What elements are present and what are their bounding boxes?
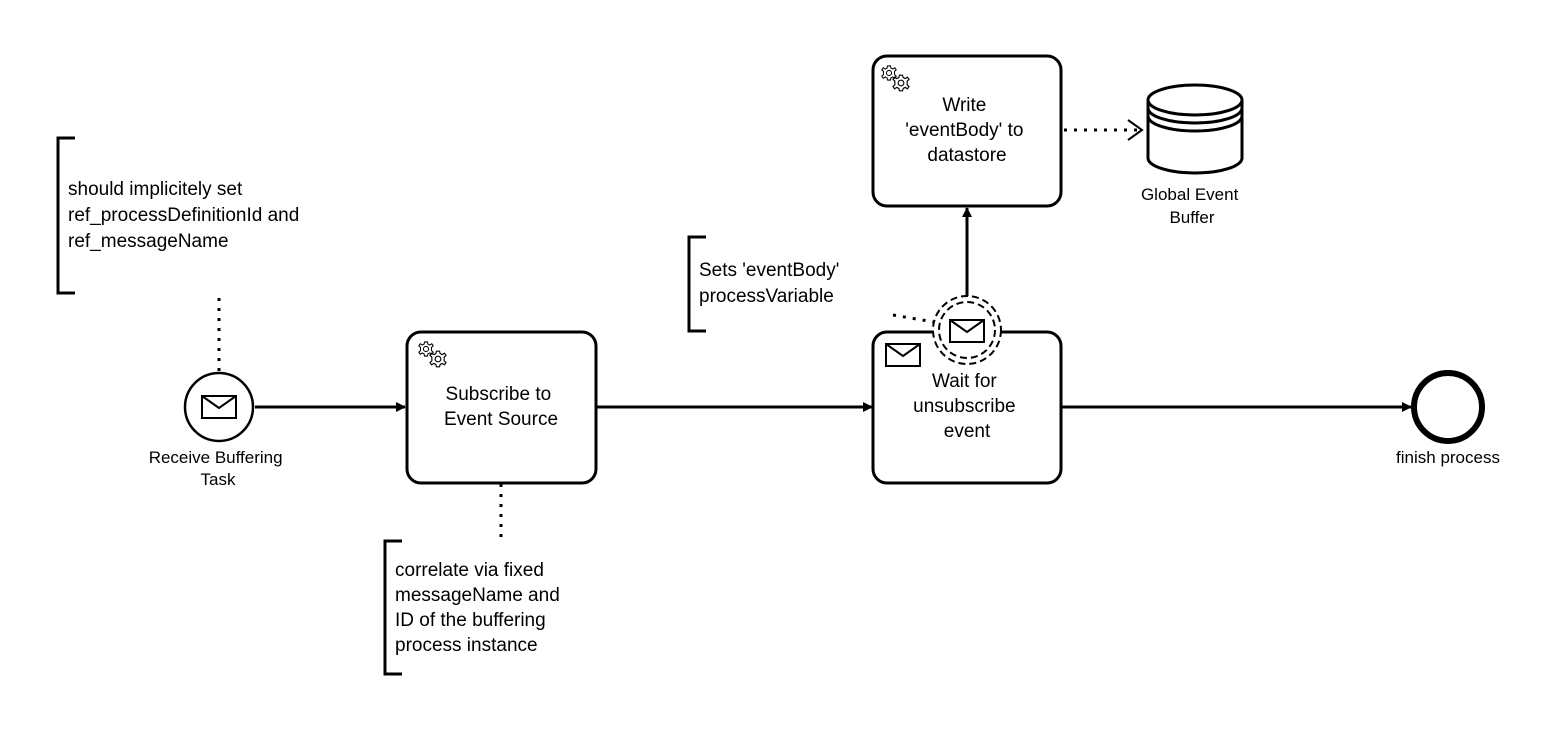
data-association-arrowhead <box>1127 119 1144 141</box>
annotation-boundary-text: Sets 'eventBody' processVariable <box>699 260 845 307</box>
task-wait[interactable]: Wait for unsubscribe event <box>871 330 1063 485</box>
task-subscribe[interactable]: Subscribe to Event Source <box>405 330 598 485</box>
envelope-icon <box>949 319 985 343</box>
start-event[interactable] <box>183 371 255 443</box>
data-store-label: Global Event Buffer <box>1141 185 1243 227</box>
annotation-boundary[interactable]: Sets 'eventBody' processVariable <box>687 235 845 333</box>
end-event-label: finish process <box>1396 448 1500 467</box>
annotation-subscribe-text: correlate via fixed messageName and ID o… <box>395 560 565 656</box>
envelope-icon <box>201 395 237 419</box>
annotation-start[interactable]: should implicitely set ref_processDefini… <box>56 136 305 295</box>
envelope-icon <box>885 343 921 367</box>
task-write-label: Write 'eventBody' to datastore <box>905 95 1028 166</box>
start-event-label: Receive Buffering Task <box>149 448 288 489</box>
task-subscribe-label: Subscribe to Event Source <box>444 384 558 430</box>
database-icon <box>1146 83 1244 175</box>
task-wait-label: Wait for unsubscribe event <box>913 371 1021 442</box>
data-store[interactable] <box>1146 83 1244 175</box>
annotation-start-text: should implicitely set ref_processDefini… <box>68 179 305 252</box>
end-event[interactable] <box>1411 370 1485 444</box>
boundary-event[interactable] <box>932 295 1002 365</box>
task-write[interactable]: Write 'eventBody' to datastore <box>871 54 1063 208</box>
annotation-subscribe[interactable]: correlate via fixed messageName and ID o… <box>383 539 565 676</box>
association-boundary-annotation <box>892 313 935 324</box>
